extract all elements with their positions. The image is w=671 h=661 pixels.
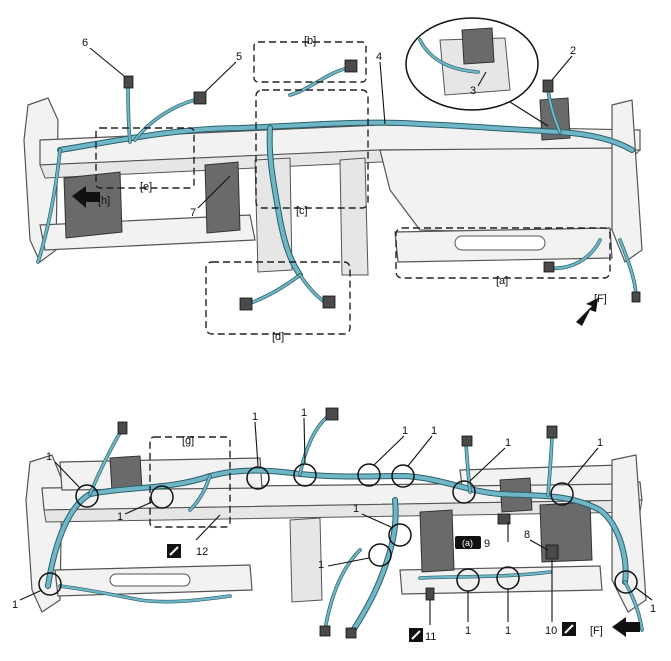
callout-12: 12 [196,546,208,558]
callout-1-i: 1 [353,503,359,515]
top-view: 6 5 4 2 3 7 [b] [e] [h] [c] [d] [a] [F] [23,17,643,343]
arrow-icon [72,186,100,208]
bottom-view: (a) 1 1 1 1 1 1 1 1 1 1 1 1 1 1 [g] 12 9… [12,407,656,643]
callout-1-f: 1 [505,437,511,449]
callout-1-b: 1 [252,411,258,423]
box-label-d: [d] [272,331,284,343]
mark-label-a: (a) [462,538,473,548]
callout-4: 4 [376,51,382,63]
callout-1-j: 1 [318,559,324,571]
arrow-icon [576,298,598,326]
callout-7: 7 [190,207,196,219]
callout-1-k: 1 [12,599,18,611]
callout-10: 10 [545,625,557,637]
torque-icon [562,622,576,636]
callout-1-g: 1 [597,437,603,449]
callout-5: 5 [236,51,242,63]
box-label-h: [h] [98,195,110,207]
front-label-bottom: [F] [590,625,603,637]
callout-1-h: 1 [117,511,123,523]
callout-3: 3 [470,85,476,97]
callout-1-l: 1 [465,625,471,637]
box-label-e: [e] [140,181,152,193]
box-label-c: [c] [296,205,308,217]
callout-1-e: 1 [431,425,437,437]
box-label-a: [a] [496,275,508,287]
callout-6: 6 [82,37,88,49]
box-label-b: [b] [304,35,316,47]
callout-1-a: 1 [46,451,52,463]
callout-1-c: 1 [301,407,307,419]
box-label-g: [g] [182,435,194,447]
arrow-icon [612,617,640,637]
callout-8: 8 [524,529,530,541]
callout-2: 2 [570,45,576,57]
callout-1-m: 1 [505,625,511,637]
callout-9: 9 [484,538,490,550]
callout-1-n: 1 [650,603,656,615]
callout-11: 11 [425,631,436,643]
torque-icon [409,628,423,642]
front-label-top: [F] [594,293,607,305]
bolt-mark-icon [455,536,481,549]
torque-icon [167,544,181,558]
callout-1-d: 1 [402,425,408,437]
